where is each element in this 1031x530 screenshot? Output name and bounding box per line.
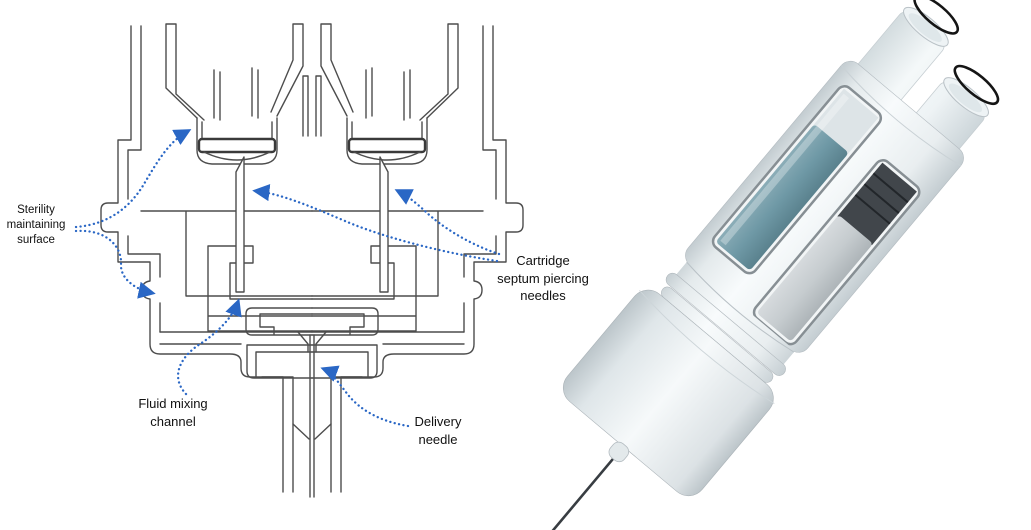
body-neck: [675, 260, 796, 366]
septum-cap-band: [197, 137, 277, 154]
label-fluid-mixing-channel: Fluid mixing channel: [138, 396, 208, 429]
cup-bowl-arc: [203, 151, 271, 161]
lower-bracket: [246, 344, 313, 379]
center-post-ribs: [302, 75, 322, 137]
cross-section-drawing: [100, 23, 524, 498]
label-sterility-maintaining-surface: Sterility maintaining surface: [6, 204, 66, 247]
label-cartridge-septum-piercing-needles: Cartridge septum piercing needles: [497, 253, 589, 304]
teal-cartridge-window: [711, 85, 883, 275]
tube-funnel: [292, 423, 310, 440]
cap-top-edge: [639, 290, 775, 404]
body-top-edge: [840, 65, 962, 167]
cartridge-cup: [196, 117, 278, 165]
gray-cartridge-window: [752, 159, 921, 346]
teal-cartridge: [717, 125, 848, 270]
piercing-needle-blade: [235, 156, 245, 293]
leader-sterility-lower: [74, 229, 156, 299]
inner-shell-outline: [127, 25, 294, 493]
gray-cartridge: [758, 216, 872, 341]
cartridge-ring-right: [953, 64, 1000, 106]
label-delivery-needle: Delivery needle: [414, 414, 462, 447]
chamber-box: [140, 210, 313, 297]
shell-ledge: [159, 331, 313, 345]
leader-sterility-upper: [74, 129, 192, 229]
render-3d: [538, 0, 1000, 530]
cross-section-half-left: [100, 23, 313, 498]
needle-nub: [608, 441, 630, 463]
leader-piercing-left: [252, 183, 499, 263]
plunger-dark: [837, 162, 917, 246]
leader-delivery-needle: [320, 365, 410, 428]
cartridge-neck-glass: [213, 67, 259, 121]
tower-column: [165, 23, 304, 121]
cartridge-ring-left: [913, 0, 960, 35]
leader-piercing-right: [394, 189, 501, 256]
leader-lines: [74, 129, 501, 428]
delivery-needle-3d: [538, 455, 616, 530]
cross-section-half-right: [311, 23, 524, 498]
ridge-ring-1: [665, 272, 786, 376]
leader-fluid-mixing: [176, 298, 242, 396]
upper-bracket: [245, 307, 313, 336]
